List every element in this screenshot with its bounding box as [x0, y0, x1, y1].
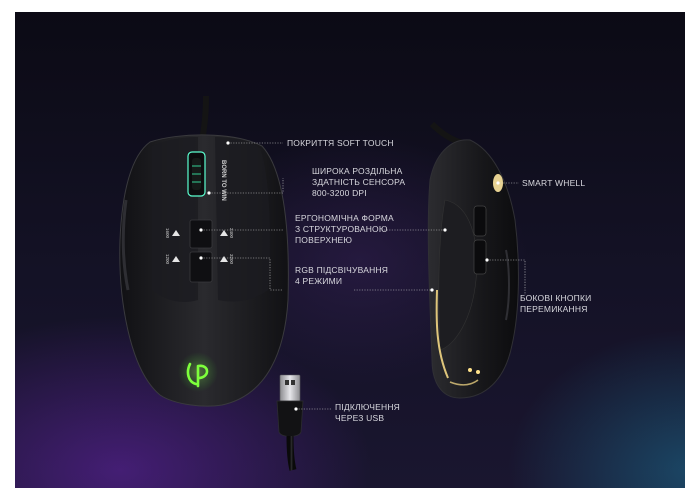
callout-rgb-line1: RGB ПІДСВІЧУВАННЯ — [295, 265, 389, 275]
callout-side-buttons: БОКОВІ КНОПКИ ПЕРЕМИКАННЯ — [520, 293, 591, 315]
callout-soft-touch: ПОКРИТТЯ SOFT TOUCH — [287, 138, 394, 149]
dpi-label-2400: 2400 — [229, 228, 234, 239]
callout-rgb-line2: 4 РЕЖИМИ — [295, 276, 343, 286]
callout-ergonomic: ЕРГОНОМІЧНА ФОРМА З СТРУКТУРОВАНОЮ ПОВЕР… — [295, 213, 394, 246]
callout-resolution-line2: ЗДАТНІСТЬ СЕНСОРА — [312, 177, 406, 187]
border-right — [685, 0, 700, 500]
usb-connector — [276, 374, 304, 471]
leader-dots — [199, 141, 500, 411]
mouse-right-button — [215, 137, 270, 302]
border-top — [0, 0, 700, 12]
side-button-back — [473, 239, 487, 275]
callout-usb-line2: ЧЕРЕЗ USB — [335, 413, 385, 423]
callout-ergonomic-line3: ПОВЕРХНЕЮ — [295, 235, 353, 245]
border-left — [0, 0, 15, 500]
callout-smart-wheel-text: SMART WHELL — [522, 178, 586, 188]
mouse-left-button — [152, 137, 198, 302]
leader-lines — [201, 142, 526, 410]
usb-plug-body — [276, 400, 304, 437]
callout-resolution: ШИРОКА РОЗДІЛЬНА ЗДАТНІСТЬ СЕНСОРА 800-3… — [312, 166, 405, 199]
callout-ergonomic-line2: З СТРУКТУРОВАНОЮ — [295, 224, 388, 234]
mouse-cable-top — [199, 95, 209, 141]
dpi-label-3200: 3200 — [229, 254, 234, 265]
callout-resolution-line3: 800-3200 DPI — [312, 188, 367, 198]
callout-ergonomic-line1: ЕРГОНОМІЧНА ФОРМА — [295, 213, 394, 223]
callout-resolution-line1: ШИРОКА РОЗДІЛЬНА — [312, 166, 403, 176]
dpi-button-down — [189, 251, 213, 283]
callout-soft-touch-text: ПОКРИТТЯ SOFT TOUCH — [287, 138, 394, 148]
dpi-label-1600: 1600 — [165, 228, 170, 239]
callout-smart-wheel: SMART WHELL — [522, 178, 585, 189]
usb-plug-metal — [279, 374, 301, 402]
border-bottom — [0, 488, 700, 500]
mouse-side-view — [427, 121, 519, 399]
mouse-top-view — [119, 95, 289, 407]
callout-usb-line1: ПІДКЛЮЧЕННЯ — [335, 402, 401, 412]
dpi-button-up — [189, 219, 213, 249]
usb-cable — [286, 435, 297, 471]
callout-side-buttons-line2: ПЕРЕМИКАННЯ — [520, 304, 588, 314]
mouse-brand-text: BORN TO WIN — [220, 160, 226, 201]
side-button-front — [473, 205, 487, 237]
logo-icon — [186, 362, 209, 388]
side-grip — [438, 199, 478, 351]
dpi-label-1200: 1200 — [165, 254, 170, 265]
callout-rgb: RGB ПІДСВІЧУВАННЯ 4 РЕЖИМИ — [295, 265, 388, 287]
rgb-strip-side — [435, 289, 449, 379]
callout-usb: ПІДКЛЮЧЕННЯ ЧЕРЕЗ USB — [335, 402, 400, 424]
callout-side-buttons-line1: БОКОВІ КНОПКИ — [520, 293, 592, 303]
